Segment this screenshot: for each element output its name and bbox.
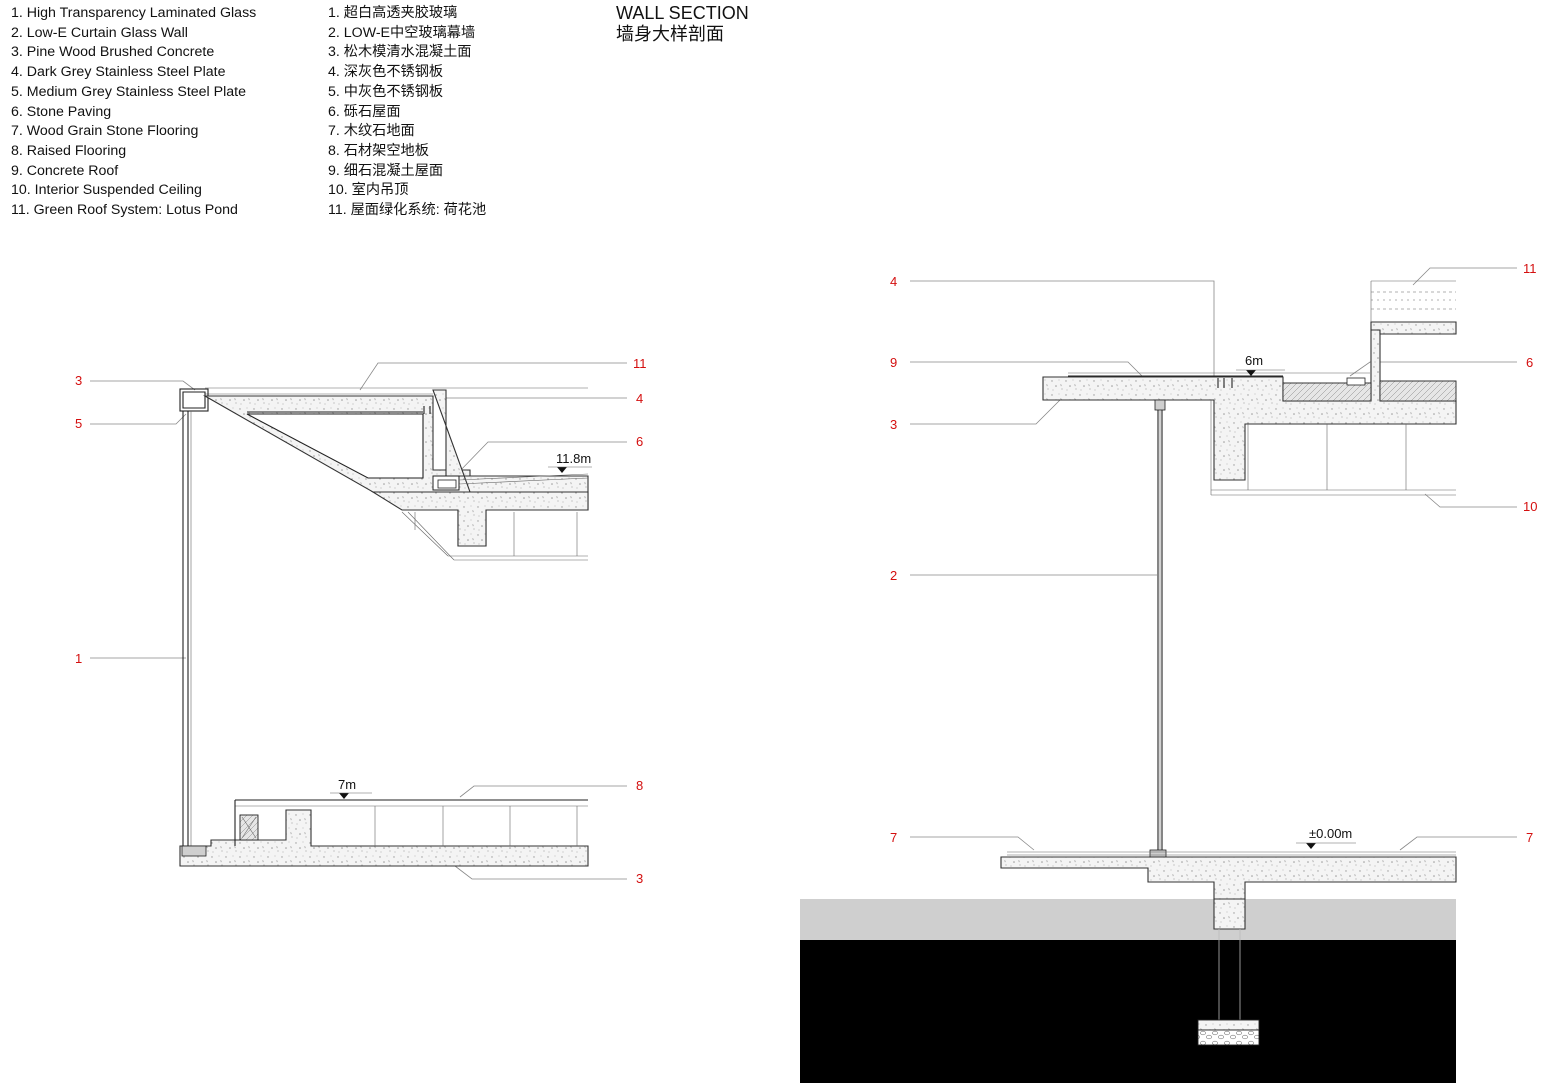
legend-item: 5. Medium Grey Stainless Steel Plate <box>11 83 246 100</box>
level-label: ±0.00m <box>1309 826 1352 841</box>
legend-english: 1. High Transparency Laminated Glass 2. … <box>11 4 256 221</box>
right-curtain-wall <box>1149 399 1167 860</box>
left-roof-structure <box>179 387 589 561</box>
callout-number: 2 <box>890 568 897 583</box>
right-roof-structure <box>1042 280 1457 496</box>
title-chinese: 墙身大样剖面 <box>616 24 724 44</box>
level-label: 6m <box>1245 353 1263 368</box>
legend-item: 11. 屋面绿化系统: 荷花池 <box>328 202 487 219</box>
legend-item: 6. Stone Paving <box>11 103 112 120</box>
left-glass-wall <box>182 411 192 846</box>
right-section: 6m ±0.00m 4 11 9 6 3 10 2 7 7 <box>800 261 1537 1083</box>
legend-item: 3. 松木模清水混凝土面 <box>328 44 472 61</box>
callout-number: 11 <box>633 356 647 371</box>
legend-item: 1. 超白高透夹胶玻璃 <box>328 5 458 21</box>
right-level-marker-0m: ±0.00m <box>1296 826 1356 849</box>
callout-number: 7 <box>1526 830 1533 845</box>
callout-number: 9 <box>890 355 897 370</box>
ground-fill <box>800 899 1456 940</box>
legend-item: 6. 砾石屋面 <box>328 103 401 120</box>
callout-number: 6 <box>1526 355 1533 370</box>
legend-item: 5. 中灰色不锈钢板 <box>328 83 444 100</box>
right-leaders <box>910 267 1517 851</box>
left-level-marker-11.8m: 11.8m <box>548 451 592 473</box>
legend-item: 2. Low-E Curtain Glass Wall <box>11 24 188 41</box>
soil-fill <box>800 940 1456 1083</box>
callout-number: 6 <box>636 434 643 449</box>
legend-item: 8. 石材架空地板 <box>328 142 429 159</box>
title-english: WALL SECTION <box>616 3 749 23</box>
legend-item: 10. Interior Suspended Ceiling <box>11 182 202 199</box>
legend-item: 10. 室内吊顶 <box>328 182 409 199</box>
drawing-title: WALL SECTION 墙身大样剖面 <box>616 3 749 45</box>
legend-item: 7. 木纹石地面 <box>328 123 415 140</box>
legend-item: 1. High Transparency Laminated Glass <box>11 5 257 21</box>
callout-number: 4 <box>636 391 643 406</box>
callout-number: 4 <box>890 274 897 289</box>
callout-number: 1 <box>75 651 82 666</box>
legend-item: 3. Pine Wood Brushed Concrete <box>11 44 215 61</box>
callout-number: 3 <box>890 417 897 432</box>
legend-chinese: 1. 超白高透夹胶玻璃 2. LOW-E中空玻璃幕墙 3. 松木模清水混凝土面 … <box>328 4 486 221</box>
legend-item: 9. 细石混凝土屋面 <box>328 162 444 179</box>
level-label: 7m <box>338 777 356 792</box>
legend-item: 11. Green Roof System: Lotus Pond <box>11 202 238 219</box>
callout-number: 11 <box>1523 261 1537 276</box>
callout-number: 5 <box>75 416 82 431</box>
legend-item: 7. Wood Grain Stone Flooring <box>11 123 199 140</box>
callout-number: 10 <box>1523 499 1537 514</box>
legend-item: 2. LOW-E中空玻璃幕墙 <box>328 24 476 41</box>
right-ground <box>800 898 1456 1083</box>
right-level-marker-6m: 6m <box>1236 353 1285 376</box>
legend-item: 8. Raised Flooring <box>11 142 127 159</box>
left-section: 11.8m 7m 3 11 4 5 6 1 8 3 <box>75 356 647 886</box>
level-label: 11.8m <box>556 451 591 466</box>
legend-item: 4. 深灰色不锈钢板 <box>328 64 444 81</box>
left-level-marker-7m: 7m <box>330 777 372 799</box>
callout-number: 8 <box>636 778 643 793</box>
callout-number: 3 <box>636 871 643 886</box>
callout-number: 3 <box>75 373 82 388</box>
callout-number: 7 <box>890 830 897 845</box>
legend-item: 9. Concrete Roof <box>11 162 119 179</box>
left-floor-structure <box>179 799 589 867</box>
legend-item: 4. Dark Grey Stainless Steel Plate <box>11 64 226 81</box>
